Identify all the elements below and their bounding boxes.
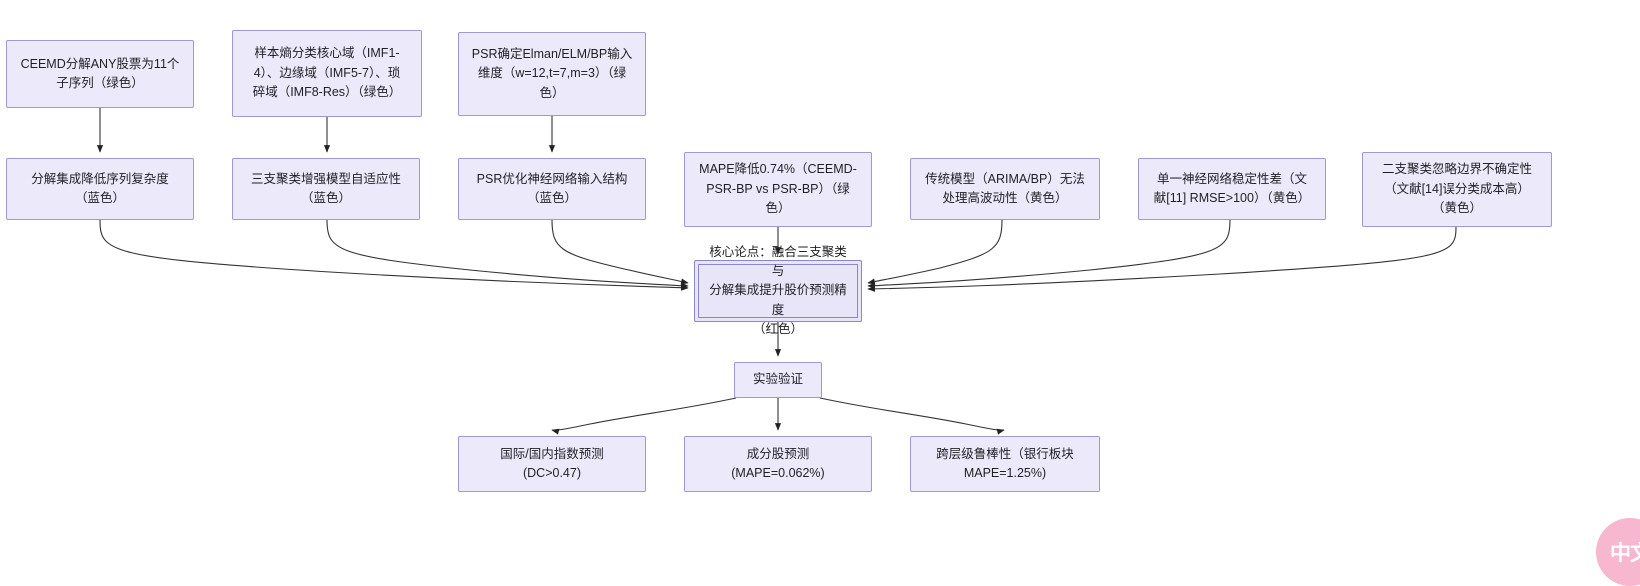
flow-node-n3[interactable]: PSR确定Elman/ELM/BP输入 维度（w=12,t=7,m=3）（绿 色… (458, 32, 646, 116)
flow-node-n4[interactable]: 分解集成降低序列复杂度 （蓝色） (6, 158, 194, 220)
flow-edge-n8-to-core (867, 219, 1003, 285)
flow-edge-n12-to-n15 (819, 397, 1005, 435)
flow-node-label: 三支聚类增强模型自适应性 （蓝色） (250, 171, 401, 205)
flow-node-label: CEEMD分解ANY股票为11个 子序列（绿色） (20, 56, 180, 90)
flow-node-label: 成分股预测 (MAPE=0.062%) (731, 446, 825, 480)
flow-node-n6[interactable]: PSR优化神经网络输入结构 （蓝色） (458, 158, 646, 220)
flow-edge-n12-to-n13 (551, 397, 737, 435)
flow-node-n5[interactable]: 三支聚类增强模型自适应性 （蓝色） (232, 158, 420, 220)
flow-node-n7[interactable]: MAPE降低0.74%（CEEMD- PSR-BP vs PSR-BP）（绿 色… (684, 152, 872, 227)
flow-node-label: 传统模型（ARIMA/BP）无法 处理高波动性（黄色） (925, 171, 1085, 205)
flow-edge-n6-to-core (551, 219, 689, 285)
flow-node-label: 跨层级鲁棒性（银行板块 MAPE=1.25%) (936, 446, 1074, 480)
flow-node-label: MAPE降低0.74%（CEEMD- PSR-BP vs PSR-BP）（绿 色… (699, 162, 857, 216)
flow-node-n9[interactable]: 单一神经网络稳定性差（文 献[11] RMSE>100）（黄色） (1138, 158, 1326, 220)
watermark-label: 中文 (1610, 542, 1640, 565)
flow-node-label: 二支聚类忽略边界不确定性 （文献[14]误分类成本高） （黄色） (1381, 162, 1532, 216)
flow-edge-n5-to-core (326, 219, 689, 289)
flow-edge-n9-to-core (867, 219, 1231, 289)
flow-node-n13[interactable]: 国际/国内指数预测 (DC>0.47) (458, 436, 646, 492)
flow-node-n8[interactable]: 传统模型（ARIMA/BP）无法 处理高波动性（黄色） (910, 158, 1100, 220)
flow-node-label: 实验验证 (752, 372, 803, 387)
flow-node-n10[interactable]: 二支聚类忽略边界不确定性 （文献[14]误分类成本高） （黄色） (1362, 152, 1552, 227)
flow-edge-n10-to-core (867, 226, 1457, 292)
watermark-badge: 中文 (1596, 518, 1640, 586)
flow-node-n1[interactable]: CEEMD分解ANY股票为11个 子序列（绿色） (6, 40, 194, 108)
flow-node-n14[interactable]: 成分股预测 (MAPE=0.062%) (684, 436, 872, 492)
flow-edge-n4-to-core (99, 219, 689, 291)
flow-node-label: 分解集成降低序列复杂度 （蓝色） (31, 171, 169, 205)
flow-node-n15[interactable]: 跨层级鲁棒性（银行板块 MAPE=1.25%) (910, 436, 1100, 492)
flow-node-label: 国际/国内指数预测 (DC>0.47) (500, 446, 604, 480)
flow-node-label: PSR确定Elman/ELM/BP输入 维度（w=12,t=7,m=3）（绿 色… (471, 46, 633, 100)
flow-node-core[interactable]: 核心论点：融合三支聚类与 分解集成提升股价预测精度 （红色） (694, 245, 862, 336)
flow-node-label: 样本熵分类核心域（IMF1- 4）、边缘域（IMF5-7）、琐 碎域（IMF8-… (252, 46, 402, 100)
flow-node-label: PSR优化神经网络输入结构 （蓝色） (476, 171, 628, 205)
flow-node-n2[interactable]: 样本熵分类核心域（IMF1- 4）、边缘域（IMF5-7）、琐 碎域（IMF8-… (232, 30, 422, 117)
flow-node-n12[interactable]: 实验验证 (734, 362, 822, 398)
flow-node-label: 核心论点：融合三支聚类与 分解集成提升股价预测精度 （红色） (709, 244, 847, 337)
flowchart-canvas: CEEMD分解ANY股票为11个 子序列（绿色） 样本熵分类核心域（IMF1- 4… (6, 30, 1640, 586)
flow-node-label: 单一神经网络稳定性差（文 献[11] RMSE>100）（黄色） (1153, 171, 1311, 205)
